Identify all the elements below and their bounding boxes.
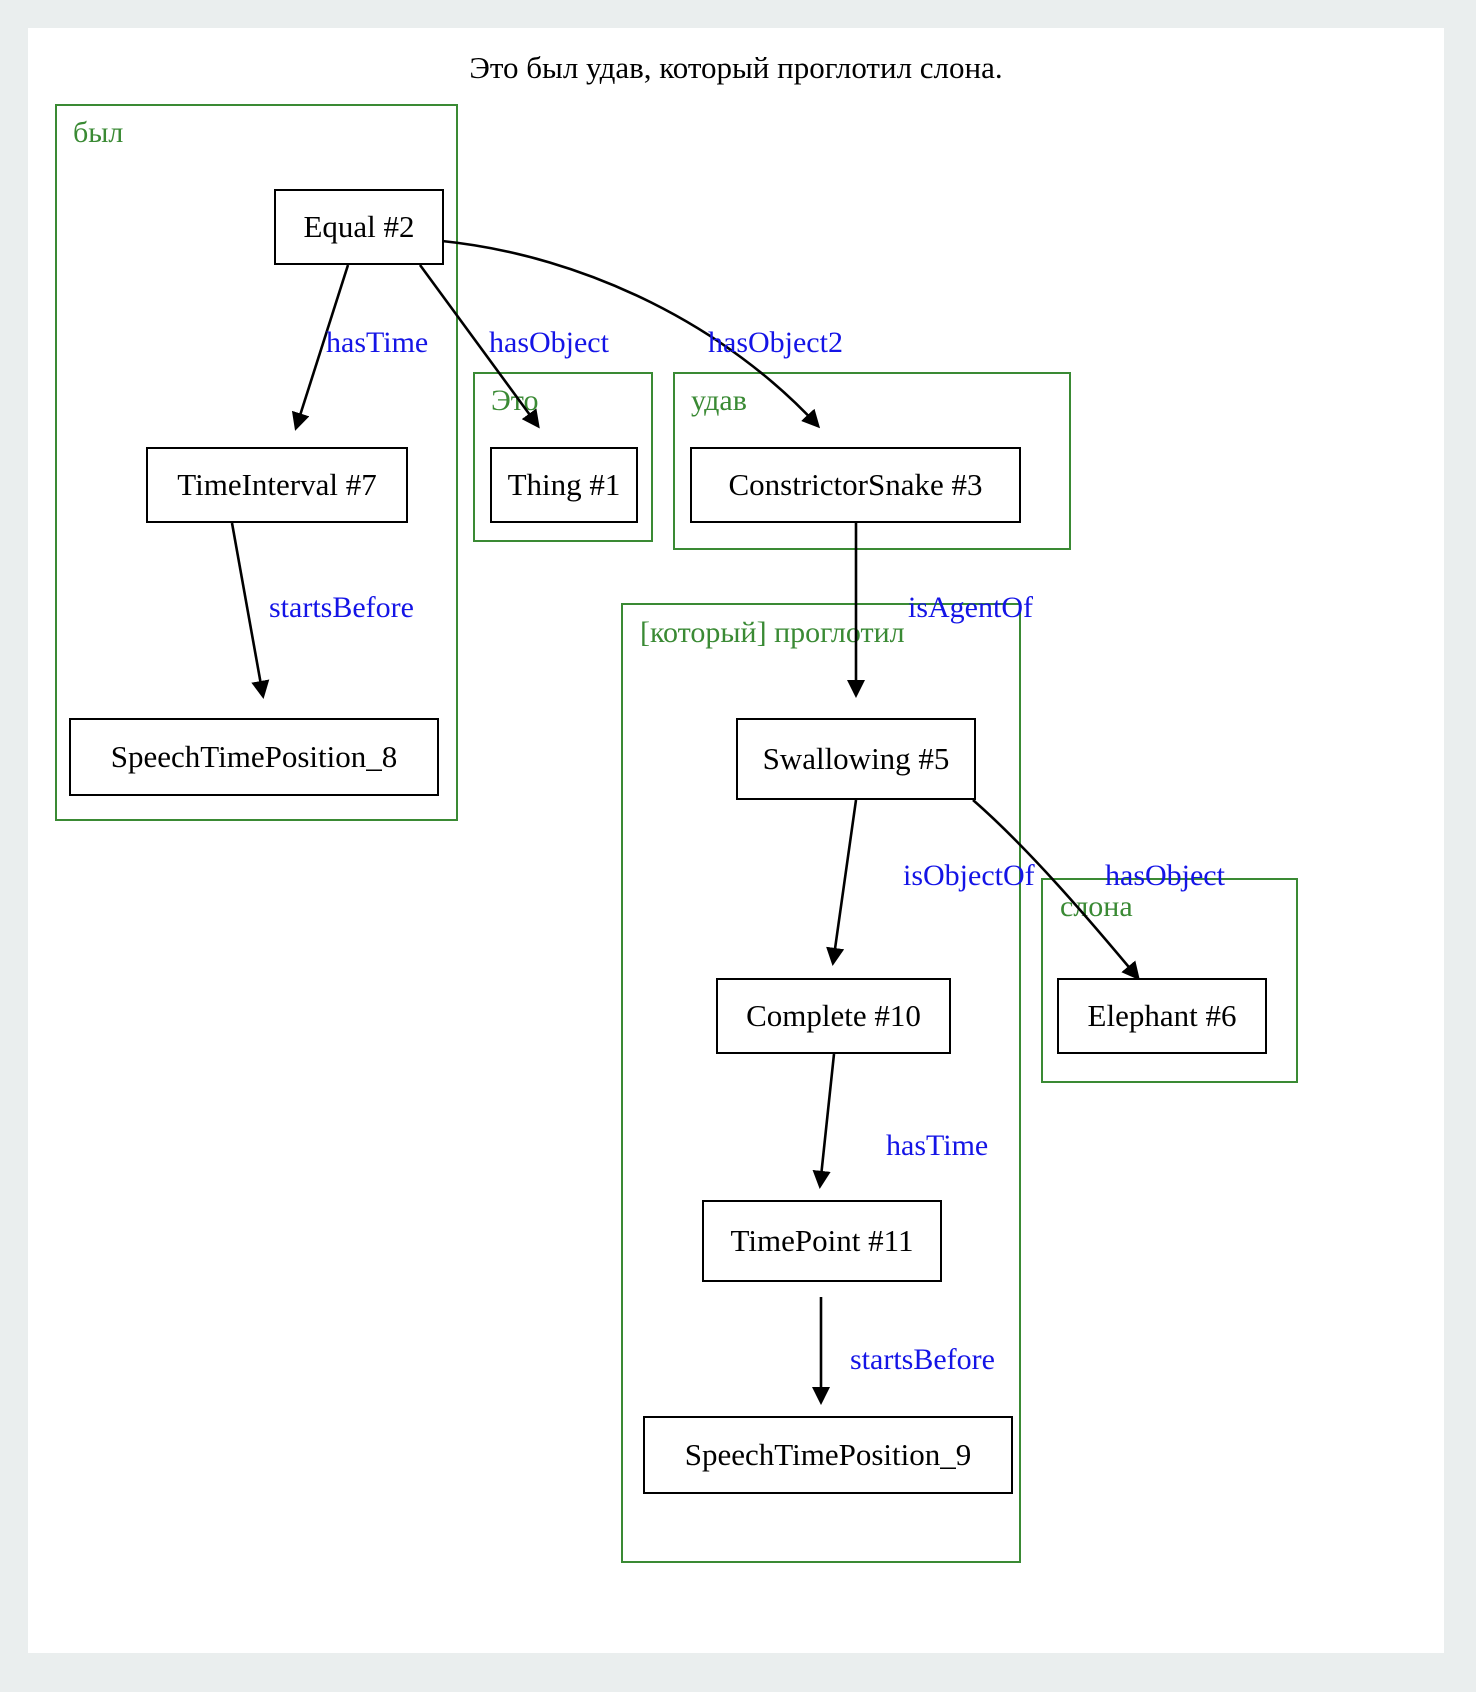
node-timepoint11-label: TimePoint #11 — [730, 1223, 914, 1258]
edge-label-hasObject-1: hasObject — [489, 326, 609, 359]
node-timepoint11[interactable]: TimePoint #11 — [702, 1200, 942, 1282]
edge-label-isObjectOf: isObjectOf — [903, 859, 1035, 892]
cluster-udav-box — [673, 372, 1071, 550]
node-complete10-label: Complete #10 — [746, 998, 921, 1033]
edge-label-startsBefore-2: startsBefore — [850, 1343, 995, 1376]
node-constrictorsnake3[interactable]: ConstrictorSnake #3 — [690, 447, 1021, 523]
edges-layer — [230, 239, 1140, 1406]
edge-hasObject-1 — [418, 264, 540, 429]
node-complete10[interactable]: Complete #10 — [716, 978, 951, 1054]
edge-hasTime-1 — [291, 264, 350, 431]
node-swallowing5[interactable]: Swallowing #5 — [736, 718, 976, 800]
node-timeinterval7[interactable]: TimeInterval #7 — [146, 447, 408, 523]
node-timeinterval7-label: TimeInterval #7 — [177, 467, 377, 502]
edge-label-hasTime-2: hasTime — [886, 1129, 989, 1162]
node-thing1[interactable]: Thing #1 — [490, 447, 638, 523]
node-speechtimeposition9-label: SpeechTimePosition_9 — [684, 1437, 972, 1472]
edge-label-isAgentOf: isAgentOf — [908, 591, 1033, 624]
node-thing1-label: Thing #1 — [507, 467, 621, 502]
edge-label-hasTime-1: hasTime — [326, 326, 429, 359]
edge-hasObject2 — [441, 239, 821, 429]
edge-label-hasObject-2: hasObject — [1105, 859, 1225, 892]
cluster-byl-box — [55, 104, 458, 821]
node-constrictorsnake3-label: ConstrictorSnake #3 — [728, 467, 983, 502]
cluster-slona-box — [1041, 878, 1298, 1083]
cluster-proglotil-box — [621, 603, 1021, 1563]
edge-hasObject-2 — [972, 799, 1140, 981]
node-equal2[interactable]: Equal #2 — [274, 189, 444, 265]
cluster-udav-label: удав — [691, 384, 747, 417]
edge-label-hasObject2: hasObject2 — [708, 326, 843, 359]
diagram-title: Это был удав, который проглотил слона. — [469, 50, 1003, 85]
node-elephant6-label: Elephant #6 — [1087, 998, 1237, 1033]
edge-label-startsBefore-1: startsBefore — [269, 591, 414, 624]
node-elephant6[interactable]: Elephant #6 — [1057, 978, 1267, 1054]
cluster-eto-box — [473, 372, 653, 542]
cluster-byl-label: был — [73, 116, 124, 149]
edge-startsBefore-1 — [230, 522, 270, 699]
edge-isObjectOf — [826, 799, 858, 967]
cluster-proglotil-label: [который] проглотил — [640, 616, 905, 649]
node-speechtimeposition8-label: SpeechTimePosition_8 — [110, 739, 398, 774]
node-speechtimeposition8[interactable]: SpeechTimePosition_8 — [69, 718, 439, 796]
node-equal2-label: Equal #2 — [303, 209, 415, 244]
node-swallowing5-label: Swallowing #5 — [762, 741, 950, 776]
cluster-slona-label: слона — [1060, 890, 1133, 923]
diagram-canvas: Это был удав, который проглотил слона. б… — [28, 28, 1444, 1653]
node-speechtimeposition9[interactable]: SpeechTimePosition_9 — [643, 1416, 1013, 1494]
edge-hasTime-2 — [812, 1053, 836, 1190]
